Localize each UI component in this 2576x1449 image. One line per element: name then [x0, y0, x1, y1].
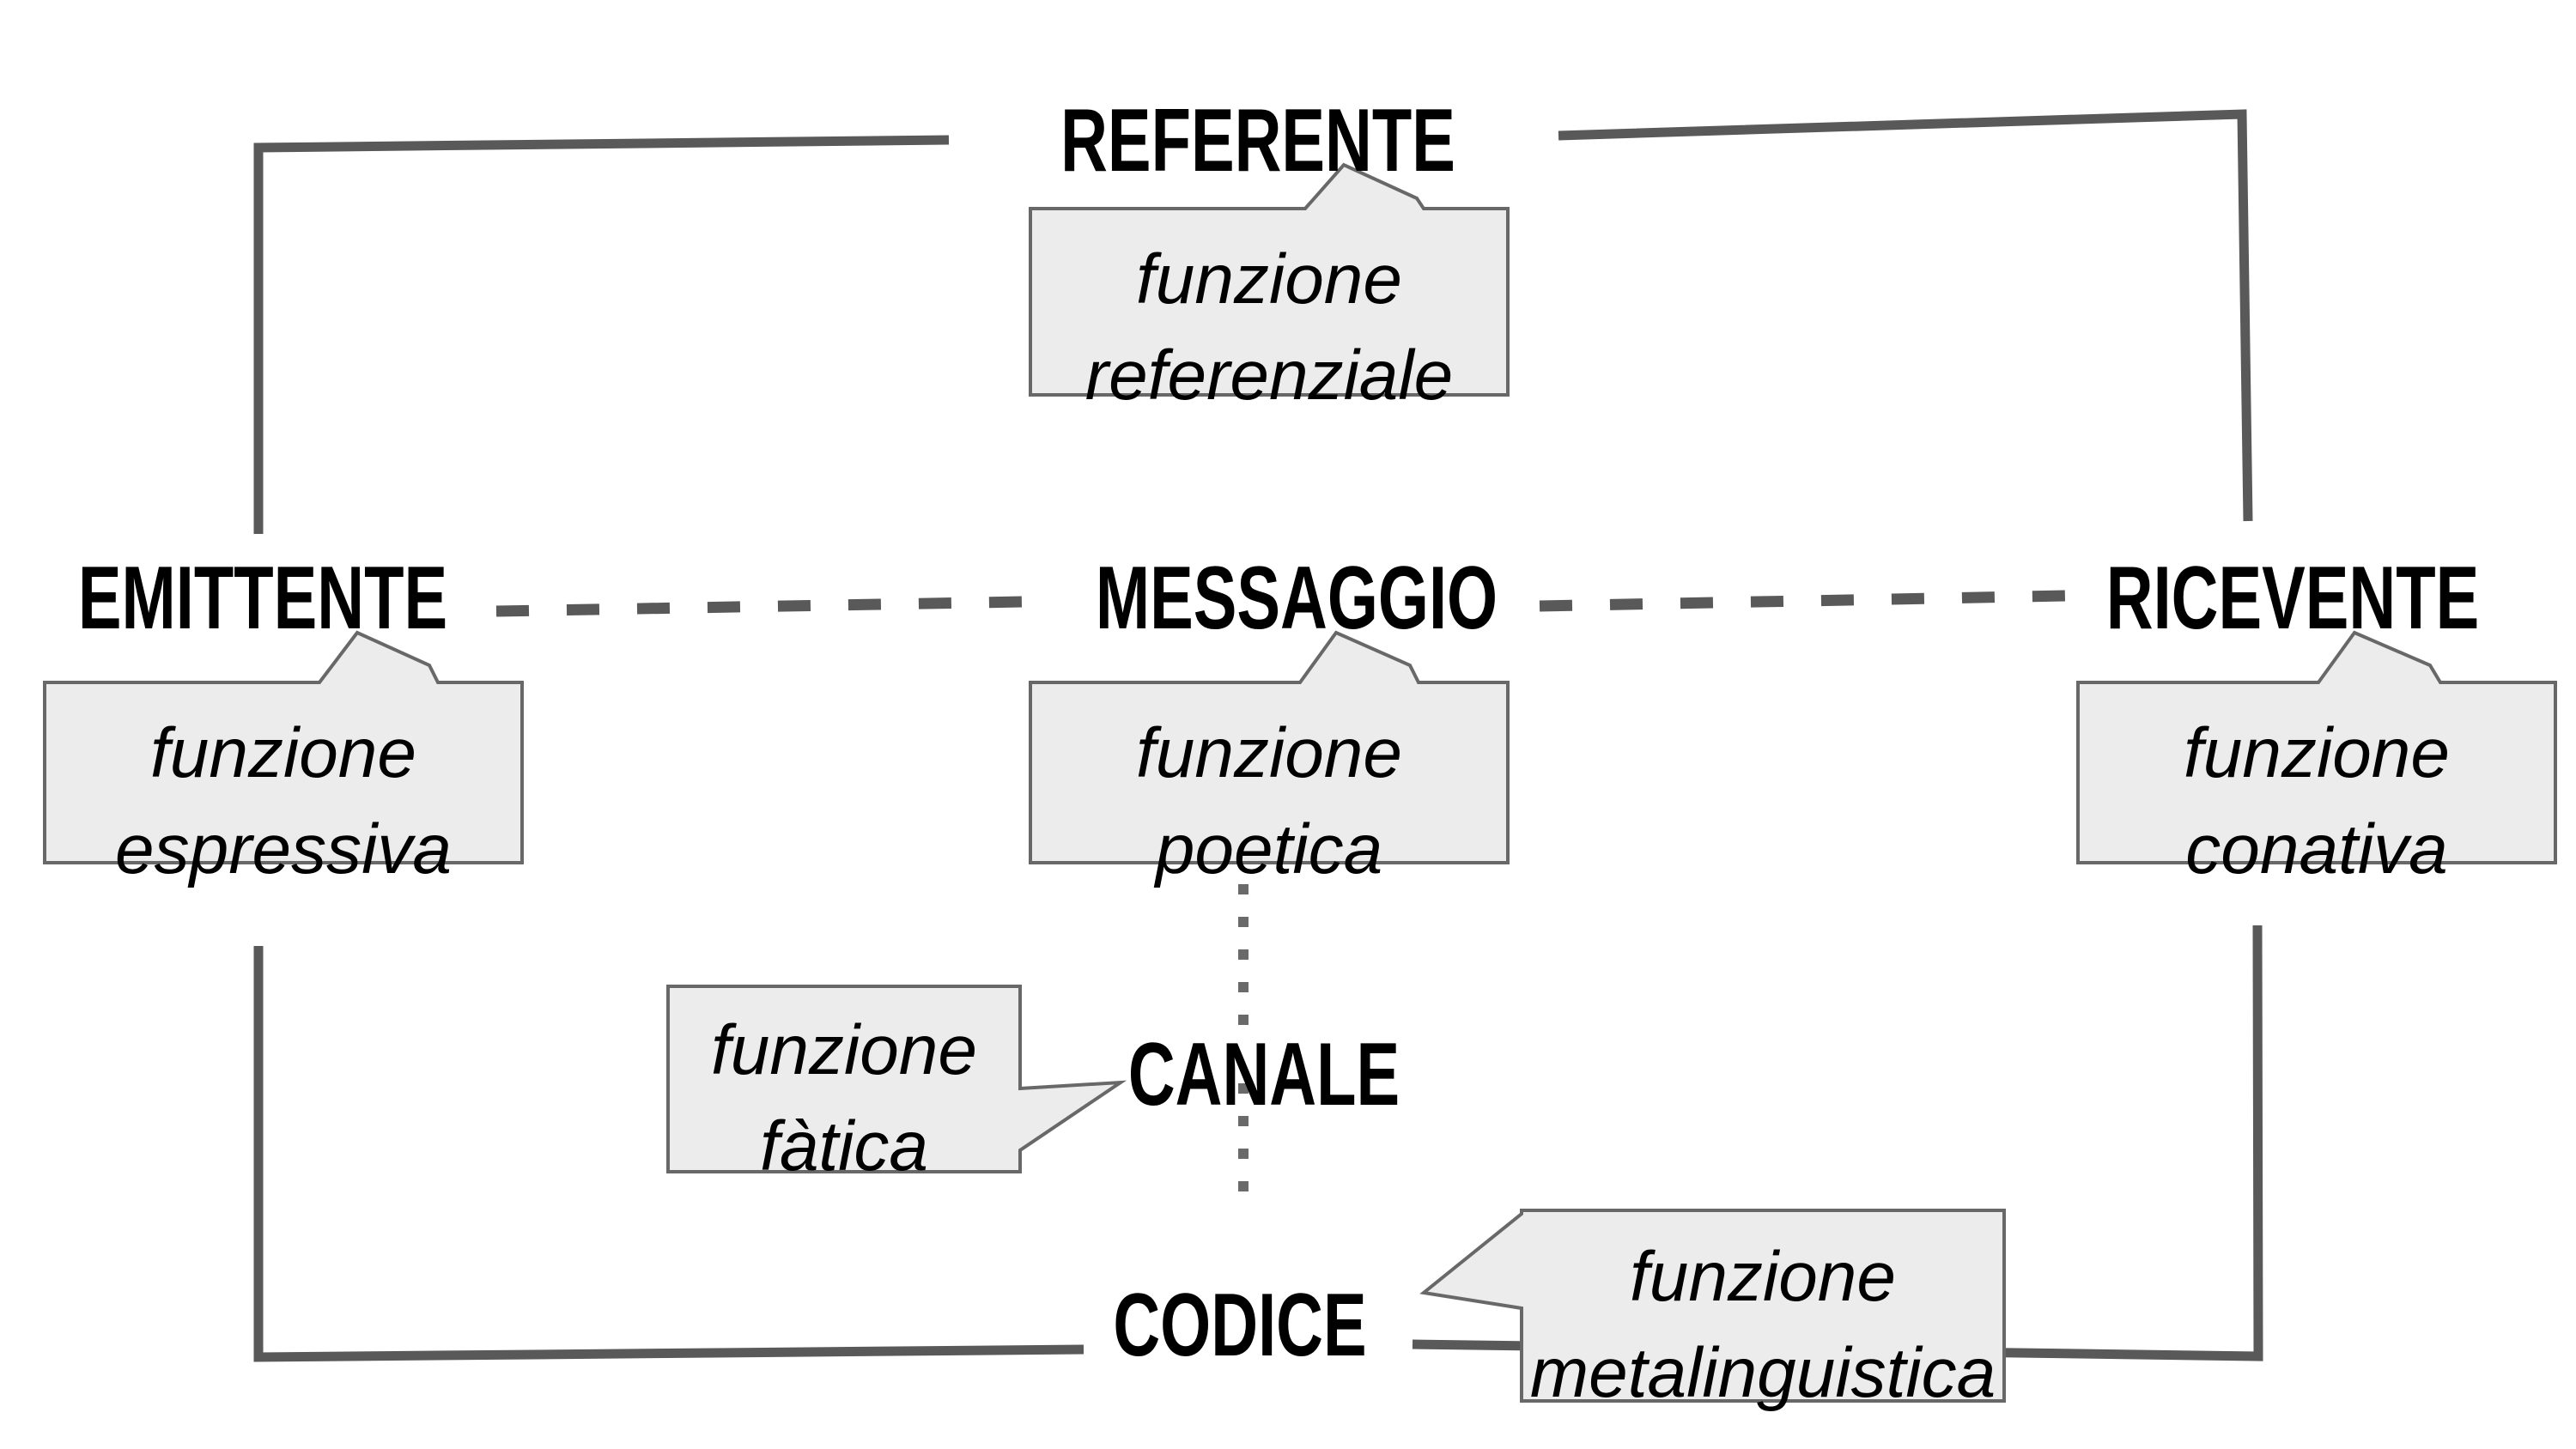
- callout-bubble-referenziale: [1029, 162, 1510, 397]
- node-emittente: EMITTENTE: [77, 549, 448, 648]
- callout-bubble-poetica: [1029, 630, 1510, 864]
- callout-line: funzione: [1629, 1238, 1897, 1316]
- callout-line: fàtica: [760, 1107, 928, 1185]
- node-messaggio: MESSAGGIO: [1095, 549, 1498, 648]
- callout-bubble-metalinguistica: [1419, 1209, 2006, 1403]
- callout-bubble-espressiva: [43, 630, 524, 864]
- callout-line: metalinguistica: [1529, 1334, 1996, 1412]
- callout-label-conativa: funzione conativa: [2078, 706, 2555, 898]
- node-canale: CANALE: [1127, 1025, 1400, 1125]
- connector-referente-ricevente: [1558, 109, 2253, 522]
- callout-label-espressiva: funzione espressiva: [45, 706, 522, 898]
- callout-line: espressiva: [115, 810, 452, 888]
- dashed-connector-emittente-messaggio: [495, 596, 1024, 617]
- callout-label-metalinguistica: funzione metalinguistica: [1522, 1229, 2004, 1422]
- dashed-connector-messaggio-ricevente: [1539, 590, 2067, 612]
- callout-line: poetica: [1155, 810, 1383, 888]
- callout-bubble-conativa: [2076, 630, 2557, 864]
- callout-line: referenziale: [1084, 336, 1454, 415]
- callout-bubble-fatica: [666, 985, 1127, 1173]
- callout-line: funzione: [2183, 714, 2451, 792]
- connector-emittente-codice: [253, 946, 1084, 1362]
- callout-label-referenziale: funzione referenziale: [1030, 232, 1508, 424]
- callout-line: funzione: [1135, 714, 1403, 792]
- node-codice: CODICE: [1113, 1276, 1367, 1375]
- callout-label-poetica: funzione poetica: [1030, 706, 1508, 898]
- connector-emittente-referente: [253, 135, 950, 534]
- node-referente: REFERENTE: [1060, 91, 1455, 191]
- callout-line: funzione: [1135, 240, 1403, 318]
- callout-line: conativa: [2185, 810, 2448, 888]
- node-ricevente: RICEVENTE: [2105, 549, 2480, 648]
- callout-line: funzione: [149, 714, 417, 792]
- callout-label-fatica: funzione fàtica: [668, 1003, 1020, 1195]
- callout-line: funzione: [710, 1011, 978, 1089]
